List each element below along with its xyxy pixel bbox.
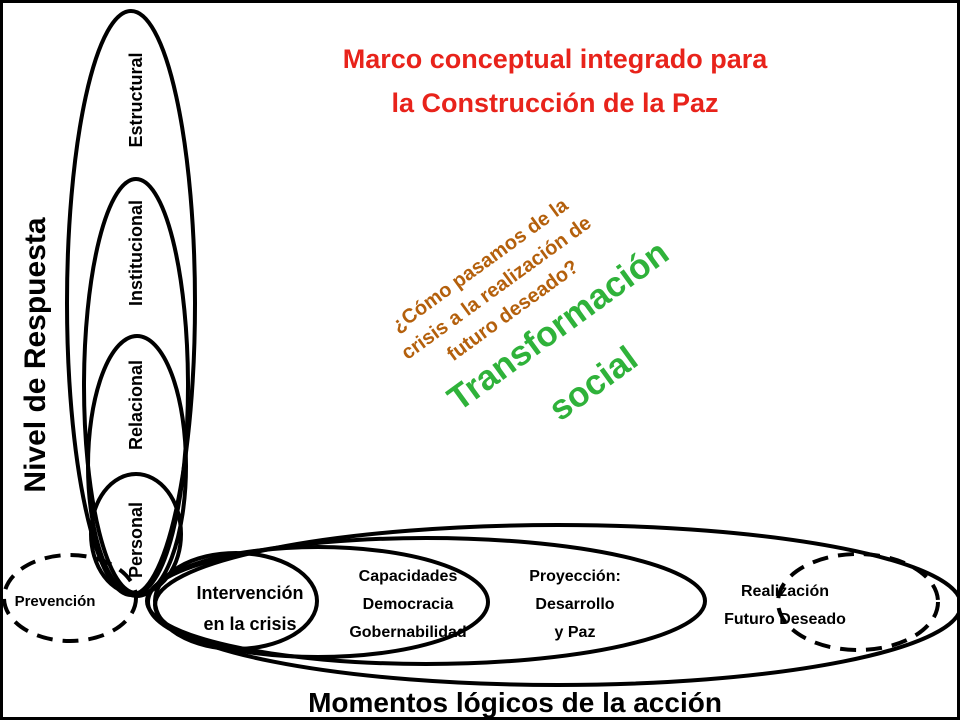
level-label-personal: Personal: [126, 502, 146, 578]
level-label-institucional: Institucional: [126, 200, 146, 306]
label-prevencion: Prevención: [15, 593, 96, 610]
ellipse-prevencion-dashed: [2, 553, 138, 643]
title-line-2: la Construcción de la Paz: [391, 88, 718, 118]
label-capacidades-line-2: Democracia: [363, 596, 454, 613]
label-capacidades-line-1: Capacidades: [359, 568, 458, 585]
ellipse-intervencion: [153, 551, 319, 651]
label-capacidades-line-3: Gobernabilidad: [349, 624, 466, 641]
title-line-1: Marco conceptual integrado para: [343, 44, 769, 74]
label-intervencion-line-1: Intervención: [196, 583, 303, 603]
vertical-axis-label: Nivel de Respuesta: [19, 217, 52, 492]
label-intervencion-line-2: en la crisis: [203, 614, 296, 634]
label-realizacion-line-1: Realización: [741, 583, 829, 600]
ellipse-capacidades: [146, 545, 490, 659]
horizontal-axis-label: Momentos lógicos de la acción: [308, 687, 722, 718]
label-realizacion-line-2: Futuro Deseado: [724, 611, 846, 628]
level-label-relacional: Relacional: [126, 360, 146, 450]
label-proyeccion-line-1: Proyección:: [529, 568, 621, 585]
label-proyeccion-line-2: Desarrollo: [535, 596, 614, 613]
level-label-estructural: Estructural: [126, 52, 146, 147]
ellipse-futuro-dashed: [776, 552, 940, 652]
label-proyeccion-line-3: y Paz: [555, 624, 596, 641]
transformation-line-2: social: [542, 339, 645, 429]
